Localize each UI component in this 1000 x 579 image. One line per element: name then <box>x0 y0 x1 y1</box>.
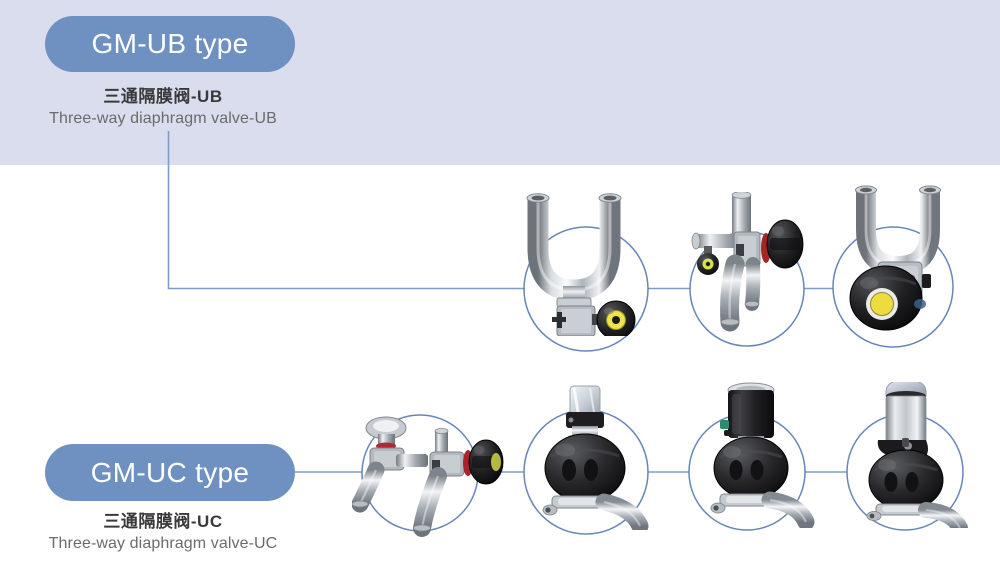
product-image-ub-assembly-side <box>686 191 814 338</box>
caption-gm-ub: 三通隔膜阀-UB Three-way diaphragm valve-UB <box>0 86 326 130</box>
product-circle-ub-3 <box>832 226 954 348</box>
product-image-uc-pneumatic-black <box>694 382 818 531</box>
product-image-uc-manual-pair <box>351 408 512 540</box>
product-image-uc-pneumatic-steel <box>846 379 978 536</box>
caption-cn-ub: 三通隔膜阀-UB <box>103 87 223 106</box>
product-circle-ub-1 <box>523 226 649 352</box>
product-image-ub-plastic-actuator <box>836 182 966 338</box>
connector-ub-elbow <box>167 131 525 290</box>
product-image-uc-pneumatic-clear-top <box>528 384 658 535</box>
caption-cn-uc: 三通隔膜阀-UC <box>103 512 223 531</box>
caption-en-uc: Three-way diaphragm valve-UC <box>48 535 278 552</box>
product-image-ub-manual-u-tube <box>516 186 656 340</box>
type-label-gm-uc[interactable]: GM-UC type <box>45 444 295 501</box>
type-label-gm-ub[interactable]: GM-UB type <box>45 16 295 72</box>
caption-gm-uc: 三通隔膜阀-UC Three-way diaphragm valve-UC <box>0 511 326 555</box>
caption-en-ub: Three-way diaphragm valve-UB <box>49 110 277 127</box>
